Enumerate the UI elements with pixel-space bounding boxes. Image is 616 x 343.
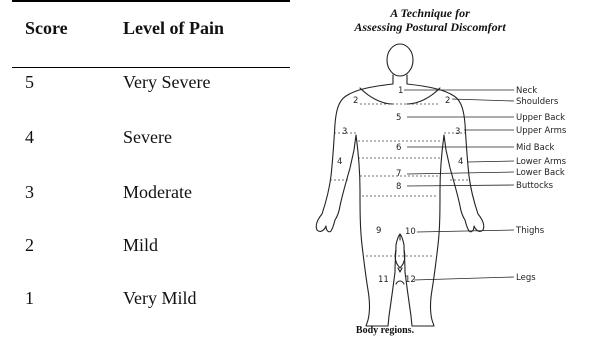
score-cell: 1 <box>25 288 34 309</box>
leader-legs <box>414 277 514 280</box>
score-cell: 2 <box>25 235 34 256</box>
table-row: 4 Severe <box>0 127 290 157</box>
leader-lower-back <box>407 172 514 174</box>
pain-scale-table: Score Level of Pain 5 Very Severe 4 Seve… <box>0 0 290 343</box>
region-label-shoulders: Shoulders <box>516 97 559 107</box>
level-header: Level of Pain <box>123 18 224 39</box>
head-outline <box>387 44 413 76</box>
figure-caption: Body regions. <box>290 325 480 336</box>
leader-lower-arms <box>468 161 514 162</box>
body-diagram: 1 2 2 5 3 3 6 4 4 7 8 9 10 11 12 Neck Sh… <box>290 0 616 343</box>
region-number: 9 <box>376 226 381 236</box>
region-label-lower-arms: Lower Arms <box>516 157 567 167</box>
table-header-rule <box>12 67 290 68</box>
region-number: 3 <box>455 127 460 137</box>
shoulder-curve-left <box>360 88 393 104</box>
knee-divider <box>396 268 404 284</box>
region-number: 3 <box>342 127 347 137</box>
leg-divider <box>395 234 405 268</box>
region-label-lower-back: Lower Back <box>516 168 565 178</box>
score-cell: 3 <box>25 182 34 203</box>
leader-thighs <box>417 230 514 232</box>
level-cell: Mild <box>123 235 158 256</box>
region-number: 1 <box>398 86 403 96</box>
region-number: 5 <box>396 113 401 123</box>
region-number: 2 <box>445 96 450 106</box>
table-row: 3 Moderate <box>0 182 290 212</box>
table-row: 1 Very Mild <box>0 288 290 318</box>
region-number: 2 <box>353 96 358 106</box>
region-number: 10 <box>405 227 416 237</box>
region-label-upper-arms: Upper Arms <box>516 126 567 136</box>
region-label-thighs: Thighs <box>515 226 545 236</box>
region-number: 8 <box>396 182 401 192</box>
leader-buttocks <box>407 185 514 186</box>
table-top-rule <box>12 0 290 2</box>
region-number: 11 <box>378 275 389 285</box>
region-labels: Neck Shoulders Upper Back Upper Arms Mid… <box>515 86 567 283</box>
score-header: Score <box>25 18 68 39</box>
score-cell: 4 <box>25 127 34 148</box>
level-cell: Severe <box>123 127 172 148</box>
level-cell: Very Mild <box>123 288 197 309</box>
region-number: 6 <box>396 143 401 153</box>
level-cell: Very Severe <box>123 72 210 93</box>
region-label-mid-back: Mid Back <box>516 143 555 153</box>
body-regions-figure: A Technique for Assessing Postural Disco… <box>290 0 616 343</box>
table-row: 5 Very Severe <box>0 72 290 102</box>
level-cell: Moderate <box>123 182 192 203</box>
region-label-legs: Legs <box>516 273 536 283</box>
table-row: 2 Mild <box>0 235 290 265</box>
region-label-upper-back: Upper Back <box>516 113 565 123</box>
leader-shoulders <box>452 99 514 101</box>
region-number: 4 <box>337 157 342 167</box>
region-number: 4 <box>458 157 463 167</box>
region-label-buttocks: Buttocks <box>516 181 554 191</box>
score-cell: 5 <box>25 72 34 93</box>
region-label-neck: Neck <box>516 86 537 96</box>
region-number: 7 <box>396 169 401 179</box>
region-number: 12 <box>405 275 416 285</box>
